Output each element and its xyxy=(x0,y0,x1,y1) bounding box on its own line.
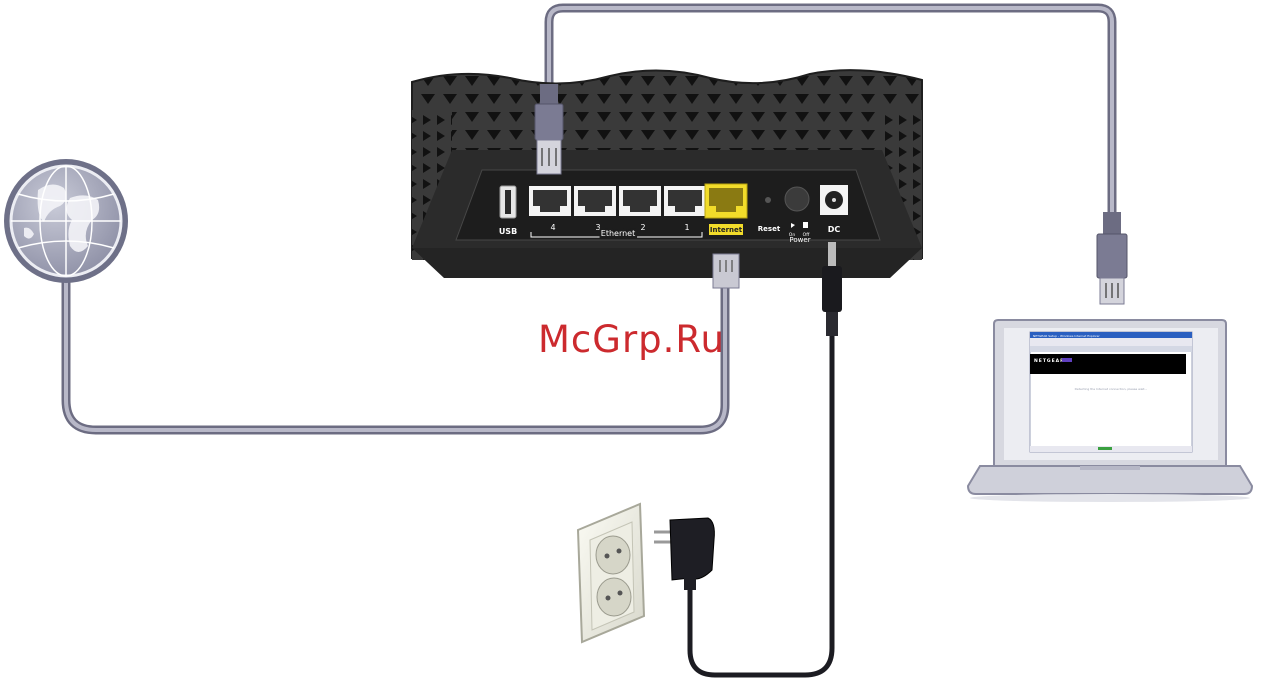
power-adapter xyxy=(654,518,714,590)
dc-label: DC xyxy=(828,225,841,234)
port-number-4: 4 xyxy=(550,223,555,232)
internet-globe-icon xyxy=(4,159,128,283)
browser-window-title: NETGEAR Setup - Windows Internet Explore… xyxy=(1033,334,1100,338)
power-cable xyxy=(690,330,832,675)
router: USB 4 3 2 1 Ethernet Internet Reset xyxy=(412,70,922,278)
netgear-brand: NETGEAR xyxy=(1034,358,1065,364)
reset-label: Reset xyxy=(758,225,781,233)
power-label: Power xyxy=(789,236,810,244)
ethernet-plug-laptop xyxy=(1097,212,1127,304)
watermark: McGrp.Ru xyxy=(538,318,725,361)
usb-port[interactable] xyxy=(500,186,516,218)
ethernet-label: Ethernet xyxy=(601,229,635,238)
port-number-2: 2 xyxy=(640,223,645,232)
internet-label: Internet xyxy=(710,226,743,234)
laptop: NETGEAR Setup - Windows Internet Explore… xyxy=(968,320,1252,502)
detecting-status: Detecting the Internet connection, pleas… xyxy=(1075,387,1148,391)
laptop-screen: NETGEAR Setup - Windows Internet Explore… xyxy=(1030,332,1192,452)
internet-plug xyxy=(713,254,739,288)
usb-label: USB xyxy=(499,227,517,236)
reset-button[interactable] xyxy=(765,197,771,203)
internet-port[interactable] xyxy=(705,184,747,218)
dc-power-jack[interactable] xyxy=(820,185,848,215)
wall-outlet xyxy=(578,504,644,642)
port-number-1: 1 xyxy=(684,223,689,232)
power-button[interactable] xyxy=(785,187,809,211)
